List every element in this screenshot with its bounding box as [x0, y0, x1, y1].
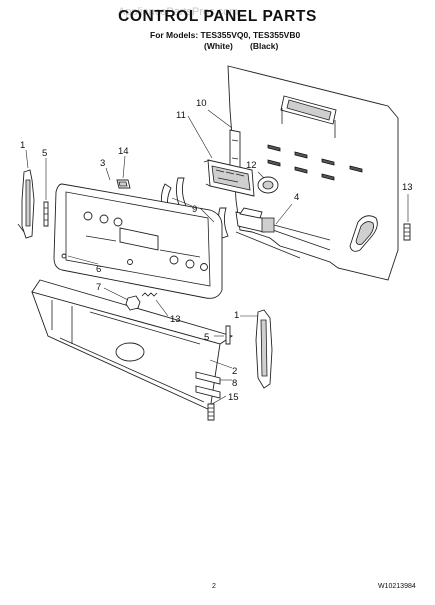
models-line: For Models: TES355VQ0, TES355VB0	[150, 30, 301, 40]
control-knobs	[83, 211, 208, 271]
lower-trim-panel	[31, 279, 234, 411]
callout-15: 15	[228, 392, 239, 403]
callout-5-left: 5	[42, 148, 47, 159]
page-number: 2	[212, 583, 216, 590]
mounting-bracket	[229, 129, 241, 171]
panel-screw	[61, 253, 67, 259]
callout-9: 9	[192, 204, 197, 215]
callout-7: 7	[96, 282, 101, 293]
control-knob-part	[125, 295, 141, 311]
left-screw	[43, 201, 49, 227]
variant-black: (Black)	[250, 41, 279, 51]
callout-5-right: 5	[204, 332, 209, 343]
electronic-control-board	[203, 159, 255, 197]
clock-knob	[257, 176, 279, 194]
knob-spring	[141, 292, 158, 297]
infinite-switch	[235, 207, 331, 241]
callout-14: 14	[118, 146, 129, 157]
callout-12: 12	[246, 160, 257, 171]
right-screw	[225, 325, 231, 345]
leader-lines	[25, 109, 409, 405]
document-number: W10213984	[378, 583, 416, 590]
callout-10: 10	[196, 98, 207, 109]
callout-13-mid: 13	[170, 314, 181, 325]
page-title: CONTROL PANEL PARTS	[118, 8, 317, 25]
callout-2: 2	[232, 366, 237, 377]
callout-6: 6	[96, 264, 101, 275]
vent-slots	[267, 144, 363, 181]
lower-bracket	[195, 371, 221, 399]
watermark: AppliancePartsPros.com	[118, 6, 239, 18]
callout-11: 11	[176, 110, 186, 121]
control-panel-face	[53, 183, 223, 299]
callout-1-right: 1	[234, 310, 239, 321]
left-end-cap	[17, 169, 35, 239]
callout-4: 4	[294, 192, 299, 203]
callout-labels: 1 5 3 14 11 10 12 9 4 13 6 7 13 1 5 2 8 …	[20, 98, 413, 403]
callout-3: 3	[100, 158, 105, 169]
callout-8: 8	[232, 378, 237, 389]
callout-13-right: 13	[402, 182, 413, 193]
right-end-cap	[255, 309, 273, 389]
callout-1-left: 1	[20, 140, 25, 151]
variant-white: (White)	[204, 41, 233, 51]
rear-back-panel	[227, 65, 399, 281]
indicator-button	[116, 179, 131, 189]
back-panel-screw	[403, 223, 411, 241]
mounting-screw	[207, 403, 215, 421]
